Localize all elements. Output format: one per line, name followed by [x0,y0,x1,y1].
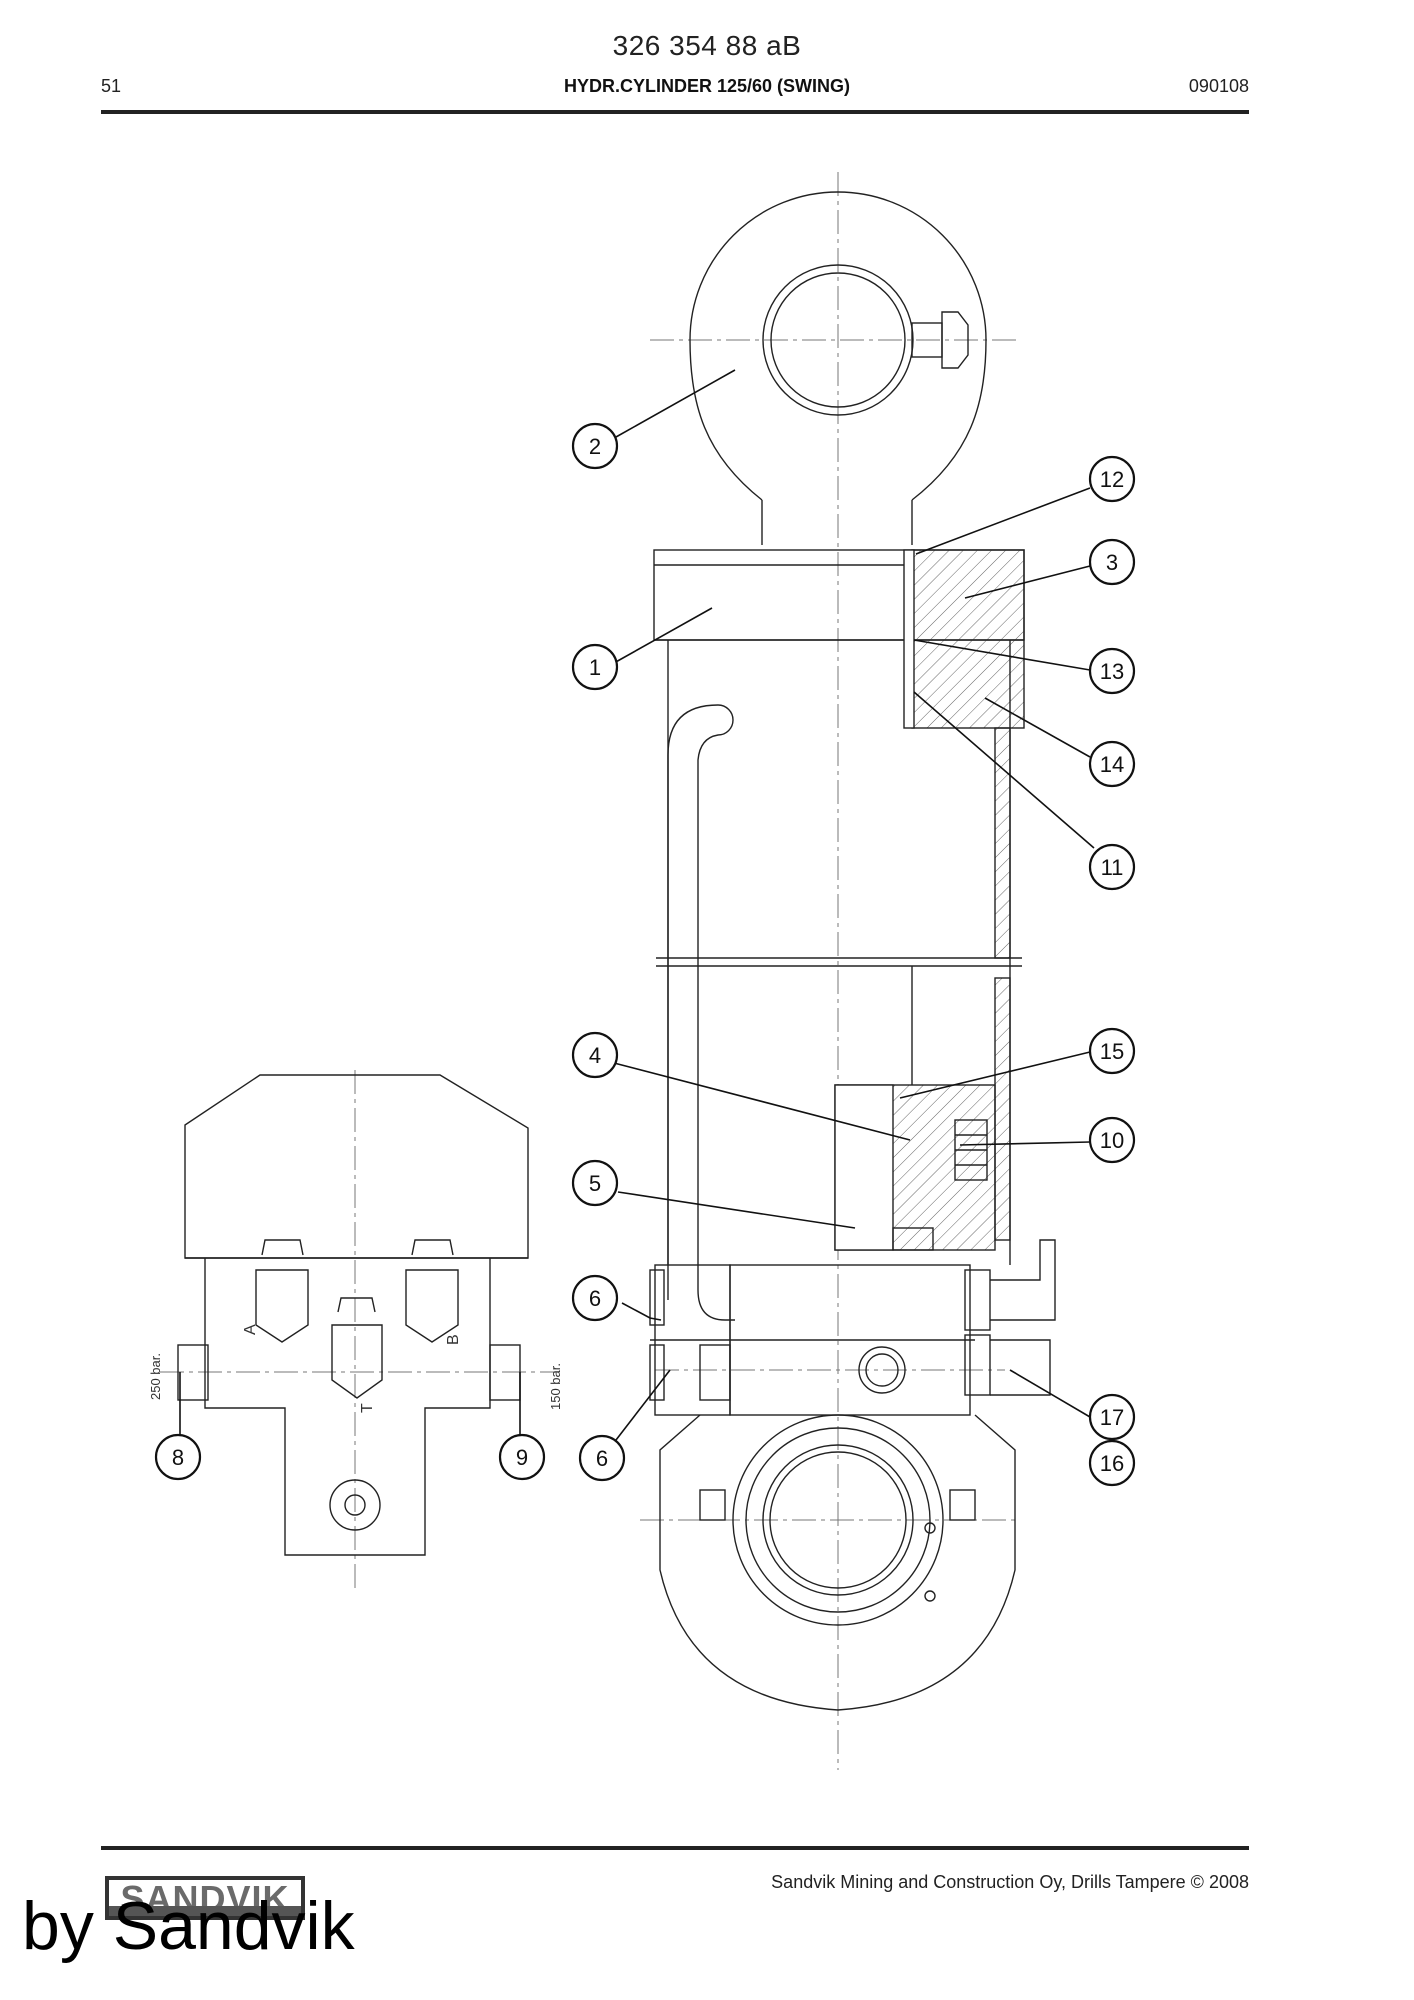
callout-9: 9 [498,1433,546,1481]
callout-14: 14 [1088,740,1136,788]
svg-text:17: 17 [1100,1405,1124,1430]
leader-lines [179,369,1095,1441]
svg-text:14: 14 [1100,752,1124,777]
callout-2: 2 [571,422,619,470]
valve-labels: A B T 250 bar. 150 bar. [148,1324,563,1413]
svg-text:4: 4 [589,1043,601,1068]
callout-13: 13 [1088,647,1136,695]
svg-text:13: 13 [1100,659,1124,684]
svg-text:11: 11 [1101,855,1124,880]
svg-text:6: 6 [589,1286,601,1311]
callout-4: 4 [571,1031,619,1079]
callout-1: 1 [571,643,619,691]
svg-text:15: 15 [1100,1039,1124,1064]
svg-text:1: 1 [589,655,601,680]
page-number: 51 [101,76,122,96]
cylinder-body [656,640,1022,1265]
callout-6-lower: 6 [578,1434,626,1482]
cylinder-head [653,549,1025,729]
callout-12: 12 [1088,455,1136,503]
logo-bar [109,1906,301,1916]
rod-eye [689,191,987,545]
copyright-text: Sandvik Mining and Construction Oy, Dril… [771,1872,1249,1892]
callout-6-upper: 6 [571,1274,619,1322]
callout-5: 5 [571,1159,619,1207]
footer-rule [101,1846,1249,1850]
pressure-left-label: 250 bar. [148,1353,163,1400]
header-rule [101,110,1249,114]
bottom-end-cap [649,1239,1056,1416]
valve-block-detail [177,1074,529,1556]
port-t-label: T [359,1403,376,1413]
callout-15: 15 [1088,1027,1136,1075]
callout-17: 17 [1088,1393,1136,1441]
svg-text:10: 10 [1100,1128,1124,1153]
svg-text:9: 9 [516,1445,528,1470]
port-b-label: B [445,1334,462,1345]
callout-3: 3 [1088,538,1136,586]
center-lines [160,172,1020,1770]
port-a-label: A [242,1324,259,1335]
svg-text:8: 8 [172,1445,184,1470]
hydraulic-tube [667,704,735,1321]
watermark-text: by Sandvik [22,1888,355,1964]
sandvik-logo: SANDVIK [105,1876,305,1920]
piston [834,1084,996,1251]
svg-text:2: 2 [589,434,601,459]
svg-text:6: 6 [596,1446,608,1471]
callout-10: 10 [1088,1116,1136,1164]
svg-text:5: 5 [589,1171,601,1196]
callouts: 2 12 3 1 13 14 11 4 15 10 5 6 6 17 16 8 … [154,422,1136,1487]
svg-text:16: 16 [1100,1451,1124,1476]
svg-text:12: 12 [1100,467,1124,492]
svg-text:3: 3 [1106,550,1118,575]
callout-8: 8 [154,1433,202,1481]
callout-16: 16 [1088,1439,1136,1487]
document-number: 326 354 88 aB [612,30,802,61]
document-date: 090108 [1188,76,1249,96]
callout-11: 11 [1088,843,1136,891]
bottom-clevis [659,1414,1016,1711]
page-title: HYDR.CYLINDER 125/60 (SWING) [563,76,851,96]
pressure-right-label: 150 bar. [548,1363,563,1410]
